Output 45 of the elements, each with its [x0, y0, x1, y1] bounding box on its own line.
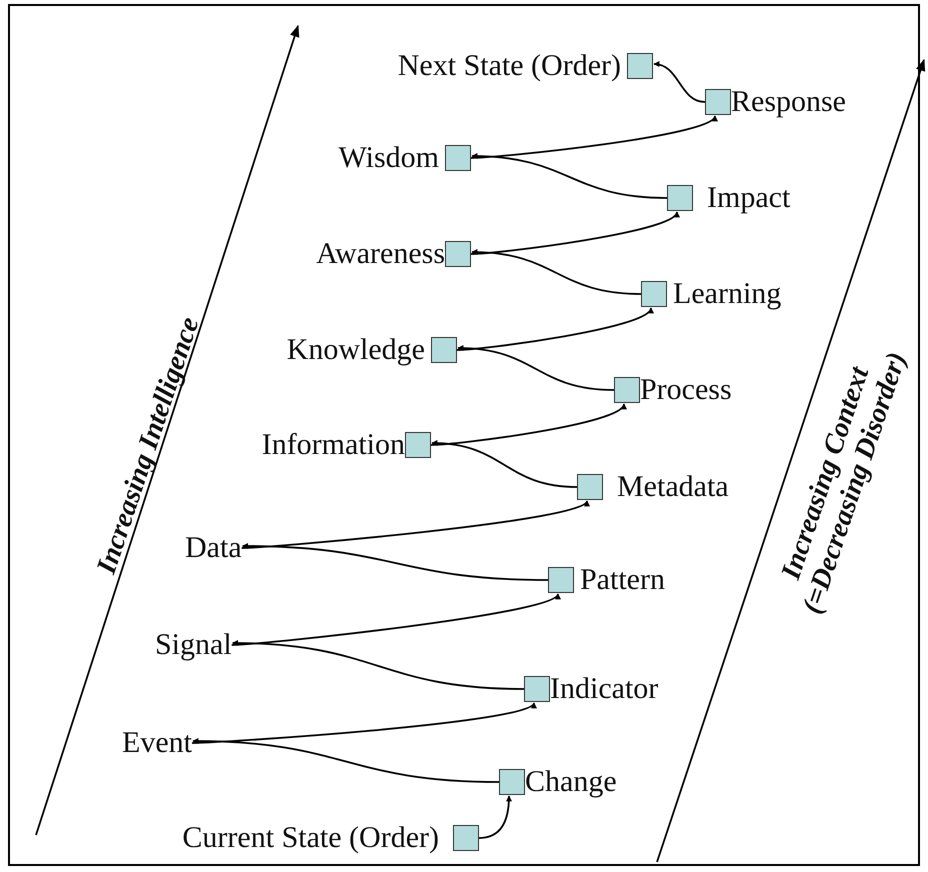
node-text: Knowledge	[286, 336, 425, 364]
curved-arrow	[430, 404, 625, 446]
curved-arrow	[192, 738, 500, 783]
labeled-node	[641, 280, 782, 308]
labeled-node	[286, 336, 457, 364]
node-text: Change	[525, 768, 617, 796]
curved-arrow	[471, 249, 642, 295]
curved-arrow	[242, 500, 588, 549]
curved-arrow	[457, 345, 614, 391]
node-text: Awareness	[316, 240, 445, 268]
labeled-node	[548, 566, 665, 594]
curved-arrow	[242, 543, 548, 581]
curved-arrow	[470, 211, 678, 255]
curved-arrow	[478, 795, 512, 839]
curved-arrow	[470, 115, 716, 159]
node-text: Next State (Order)	[398, 52, 621, 80]
node-text: Process	[640, 376, 732, 404]
node-text: Response	[731, 88, 846, 116]
labeled-node	[262, 431, 431, 459]
curved-arrow	[232, 640, 524, 690]
node-text: Indicator	[550, 675, 658, 703]
node-text: Impact	[707, 184, 790, 212]
labeled-node	[524, 675, 658, 703]
node-text: Event	[122, 729, 192, 757]
node-text: Learning	[673, 280, 782, 308]
node-text: Data	[185, 534, 242, 562]
labeled-node	[705, 88, 846, 116]
curved-arrow	[232, 593, 559, 646]
curved-arrow	[431, 440, 578, 488]
curved-arrow	[192, 702, 535, 744]
node-text: Current State (Order)	[182, 824, 439, 852]
labeled-node	[577, 473, 729, 501]
curved-arrow	[456, 308, 652, 351]
node-text: Metadata	[617, 473, 729, 501]
labeled-node	[614, 376, 732, 404]
node-text: Information	[262, 431, 405, 459]
node-text: Pattern	[580, 566, 665, 594]
labeled-node	[316, 240, 471, 268]
node-text: Signal	[155, 631, 232, 659]
curved-arrow	[471, 153, 668, 199]
curved-arrow	[653, 62, 706, 103]
labeled-node	[499, 768, 617, 796]
labeled-node	[338, 144, 471, 172]
labeled-node	[667, 184, 790, 212]
node-text: Wisdom	[338, 144, 439, 172]
